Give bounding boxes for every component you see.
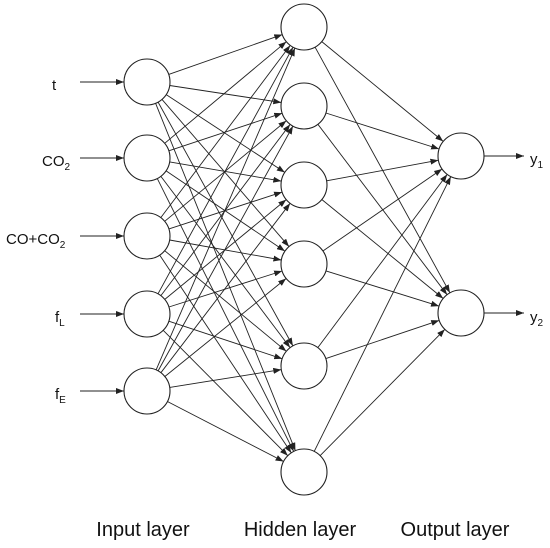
- input-node-5: [123, 367, 171, 415]
- output-layer-label: Output layer: [401, 519, 510, 541]
- hidden-node-2: [280, 82, 328, 130]
- edge-hidden-6-output-1: [313, 176, 452, 452]
- edge-input-5-hidden-2: [157, 125, 294, 372]
- edge-hidden-1-output-1: [321, 41, 444, 142]
- edge-input-2-hidden-5: [160, 176, 291, 348]
- edge-hidden-5-output-1: [317, 174, 448, 348]
- output-node-1: [437, 132, 485, 180]
- hidden-layer-label: Hidden layer: [244, 519, 357, 541]
- hidden-node-6: [280, 448, 328, 496]
- edge-hidden-6-output-2: [319, 329, 446, 456]
- edge-input-1-hidden-6: [155, 103, 296, 451]
- edge-hidden-4-output-2: [325, 270, 440, 307]
- input-node-3: [123, 212, 171, 260]
- edge-input-5-hidden-1: [155, 47, 296, 371]
- input-label-t: t: [52, 77, 57, 94]
- edge-input-4-hidden-3: [164, 199, 287, 300]
- edge-input-5-hidden-5: [169, 367, 282, 388]
- input-node-2: [123, 134, 171, 182]
- edge-input-2-hidden-6: [156, 178, 295, 452]
- edge-input-5-hidden-4: [164, 278, 287, 377]
- neurons: [123, 3, 485, 496]
- edge-input-4-hidden-4: [168, 270, 283, 308]
- input-label-fl: fL: [55, 309, 65, 329]
- edge-input-1-hidden-2: [169, 85, 282, 105]
- input-label-co-co2: CO+CO2: [6, 231, 66, 251]
- input-label-fe: fE: [55, 386, 66, 406]
- edge-input-1-hidden-5: [157, 101, 294, 347]
- connections: [155, 34, 452, 462]
- output-label-y1: y1: [530, 151, 544, 171]
- edge-hidden-2-output-1: [325, 112, 440, 150]
- input-label-co2: CO2: [42, 153, 71, 173]
- edge-hidden-5-output-2: [325, 319, 440, 360]
- edge-input-5-hidden-6: [167, 401, 284, 462]
- io-arrows: [80, 79, 524, 394]
- output-label-y2: y2: [530, 309, 544, 329]
- edge-hidden-3-output-2: [321, 199, 444, 299]
- input-layer-label: Input layer: [96, 519, 190, 541]
- input-node-4: [123, 290, 171, 338]
- edge-input-3-hidden-5: [164, 250, 287, 352]
- edge-input-3-hidden-1: [160, 45, 291, 218]
- edge-hidden-3-output-1: [326, 158, 439, 182]
- edge-input-5-hidden-3: [160, 203, 291, 373]
- hidden-node-5: [280, 342, 328, 390]
- edge-hidden-4-output-1: [322, 168, 443, 252]
- input-node-1: [123, 58, 171, 106]
- edge-input-2-hidden-1: [164, 41, 287, 144]
- edge-input-1-hidden-1: [168, 34, 283, 75]
- edge-input-2-hidden-4: [165, 170, 286, 252]
- edge-input-3-hidden-6: [159, 254, 292, 454]
- edge-input-4-hidden-1: [157, 46, 294, 295]
- edge-input-4-hidden-6: [162, 329, 289, 457]
- hidden-node-1: [280, 3, 328, 51]
- output-node-2: [437, 289, 485, 337]
- hidden-node-3: [280, 161, 328, 209]
- edge-input-1-hidden-3: [165, 94, 286, 173]
- edge-input-1-hidden-4: [161, 99, 290, 247]
- edge-hidden-1-output-2: [314, 46, 451, 294]
- edge-input-4-hidden-5: [168, 320, 283, 360]
- hidden-node-4: [280, 240, 328, 288]
